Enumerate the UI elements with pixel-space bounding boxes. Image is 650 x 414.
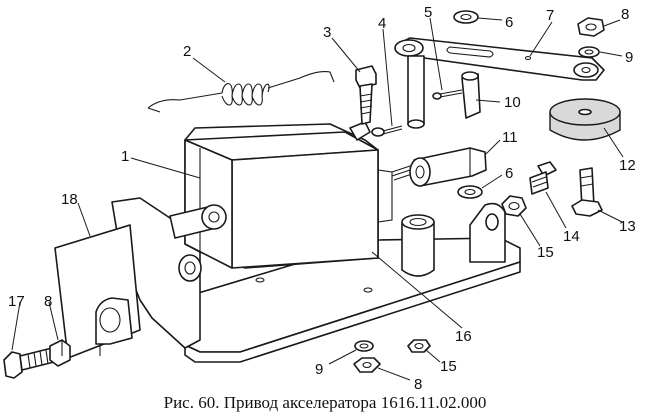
bolt-17	[3, 347, 55, 379]
label-8-bottom: 8	[414, 376, 422, 393]
weight-disk	[549, 98, 621, 141]
label-6-top: 6	[505, 14, 513, 31]
pedal-panel	[54, 224, 141, 359]
washer-6-top	[453, 10, 479, 24]
label-4: 4	[378, 15, 386, 32]
clevis-fork	[391, 147, 487, 187]
label-9-bottom: 9	[315, 361, 323, 378]
label-7: 7	[546, 7, 554, 24]
pin-10	[432, 71, 481, 119]
nut-15-mid	[501, 195, 527, 217]
label-18: 18	[61, 191, 78, 208]
washer-9-top	[578, 46, 600, 58]
label-9-top: 9	[625, 49, 633, 66]
cotter-pin-4	[371, 125, 403, 137]
label-2: 2	[183, 43, 191, 60]
part-labels: 1 2 3 4 5 6 7 8 9 10 11 6 12 18 13 14 15…	[8, 4, 636, 393]
label-15-mid: 15	[537, 244, 554, 261]
bolt-14	[529, 161, 557, 195]
label-8-left: 8	[44, 293, 52, 310]
lever-arm	[394, 37, 605, 129]
spacer-sleeve	[401, 214, 435, 277]
figure-caption: Рис. 60. Привод акселератора 1616.11.02.…	[164, 393, 487, 412]
label-1: 1	[121, 148, 129, 165]
bolt-13	[571, 167, 603, 217]
push-rod	[169, 204, 227, 239]
label-15-bottom: 15	[440, 358, 457, 375]
nut-8-bottom	[353, 357, 381, 373]
nut-8-top	[577, 17, 605, 37]
washer-9-bottom	[354, 340, 374, 352]
rear-bracket	[469, 202, 506, 263]
nut-8-left	[49, 339, 71, 367]
label-6-mid: 6	[505, 165, 513, 182]
label-17: 17	[8, 293, 25, 310]
actuator-body	[184, 121, 393, 269]
bolt-3	[355, 65, 377, 125]
leader-lines	[11, 17, 624, 381]
label-10: 10	[504, 94, 521, 111]
label-5: 5	[424, 4, 432, 21]
label-11: 11	[502, 129, 518, 146]
nut-15-bottom	[407, 339, 431, 353]
label-16: 16	[455, 328, 472, 345]
washer-6-mid	[457, 185, 483, 199]
label-8-top: 8	[621, 6, 629, 23]
return-spring	[147, 71, 335, 113]
label-14: 14	[563, 228, 580, 245]
label-3: 3	[323, 24, 331, 41]
label-12: 12	[619, 157, 636, 174]
label-13: 13	[619, 218, 636, 235]
